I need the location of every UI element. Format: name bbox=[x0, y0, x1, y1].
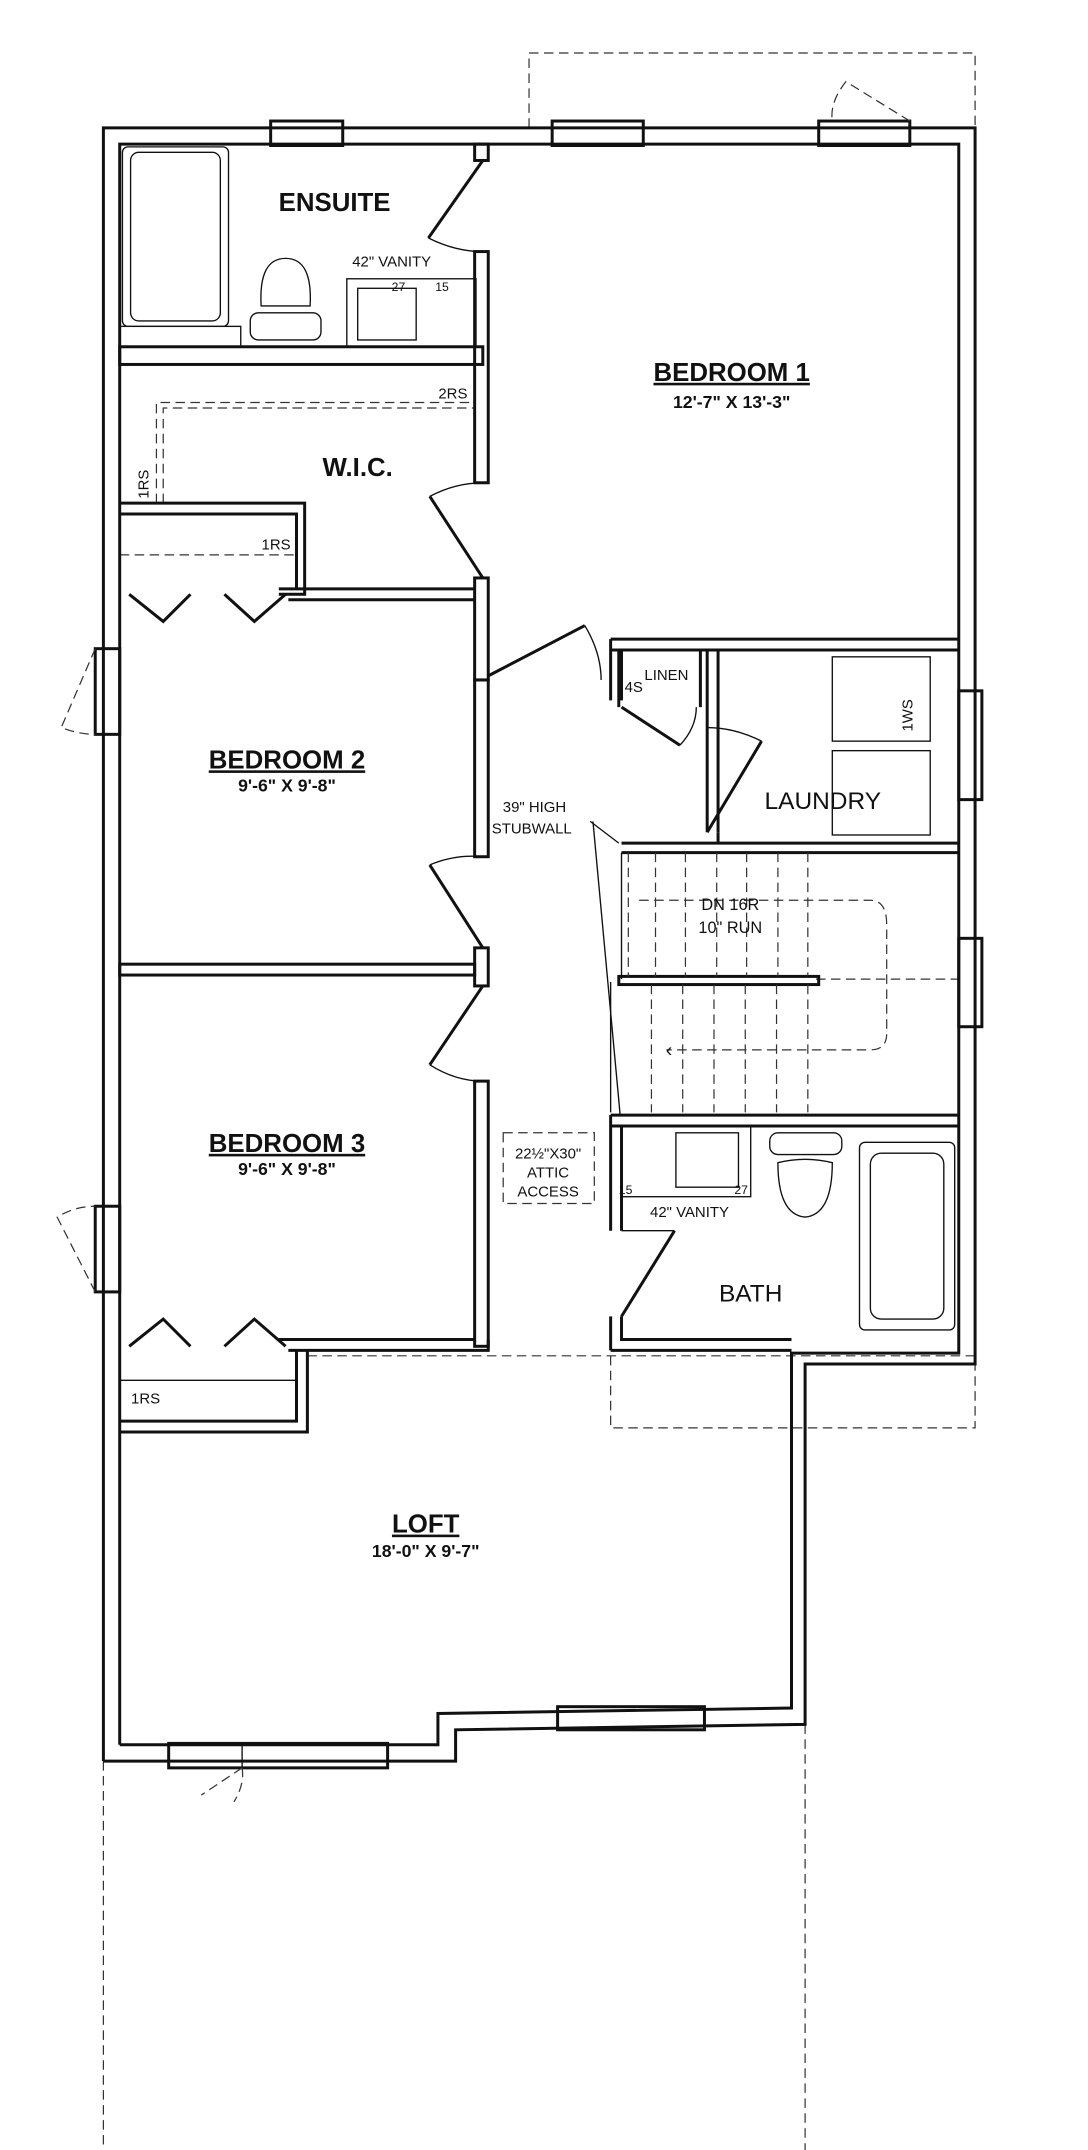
wic-label: W.I.C. bbox=[323, 454, 393, 482]
ensuite-dim-b: 15 bbox=[435, 280, 449, 294]
dryer bbox=[831, 656, 931, 742]
windows bbox=[93, 119, 984, 1770]
ensuite-dim-a: 27 bbox=[392, 280, 406, 294]
stubwall-line2: STUBWALL bbox=[492, 821, 572, 838]
exterior-walls bbox=[101, 126, 977, 1763]
bedroom3-closet-label: 1RS bbox=[131, 1390, 160, 1407]
laundry-shelf: 1WS bbox=[900, 699, 917, 731]
stairs-line2: 10" RUN bbox=[698, 919, 762, 937]
room-labels: ENSUITE 42" VANITY 27 15 BEDROOM 1 12'-7… bbox=[131, 189, 917, 1561]
attic-line1: 22½"X30" bbox=[515, 1146, 581, 1163]
bedroom2-size: 9'-6" X 9'-8" bbox=[238, 775, 336, 795]
fixtures bbox=[119, 146, 956, 1331]
bath-tub bbox=[858, 1141, 956, 1331]
linen-label: LINEN bbox=[644, 667, 688, 684]
bath-vanity-sink bbox=[675, 1132, 740, 1188]
bath-vanity-label: 42" VANITY bbox=[650, 1204, 729, 1221]
bath-toilet bbox=[769, 1132, 843, 1156]
bedroom2-closet-label: 1RS bbox=[262, 536, 291, 553]
interior-walls bbox=[118, 142, 959, 1434]
attic-line3: ACCESS bbox=[517, 1184, 578, 1201]
wic-shelf-top: 2RS bbox=[438, 385, 467, 402]
ensuite-vanity bbox=[346, 278, 477, 348]
bedroom2-label: BEDROOM 2 bbox=[209, 746, 365, 774]
bath-dim-b: 27 bbox=[734, 1183, 748, 1197]
bedroom3-size: 9'-6" X 9'-8" bbox=[238, 1159, 336, 1179]
bath-dim-a: 15 bbox=[619, 1183, 633, 1197]
loft-size: 18'-0" X 9'-7" bbox=[372, 1541, 480, 1561]
bedroom3-label: BEDROOM 3 bbox=[209, 1130, 365, 1158]
ensuite-tub bbox=[121, 146, 230, 328]
stairs-line1: DN 16R bbox=[701, 896, 759, 914]
washer bbox=[831, 749, 931, 836]
bath-label: BATH bbox=[719, 1280, 782, 1307]
ensuite-toilet bbox=[260, 257, 312, 307]
loft-label: LOFT bbox=[392, 1511, 460, 1539]
ensuite-label: ENSUITE bbox=[279, 189, 391, 217]
bedroom1-label: BEDROOM 1 bbox=[653, 359, 809, 387]
laundry-label: LAUNDRY bbox=[765, 788, 882, 815]
stair-treads bbox=[627, 852, 809, 1113]
doors bbox=[56, 80, 911, 1803]
wic-shelf-side: 1RS bbox=[135, 470, 152, 499]
ensuite-vanity-label: 42" VANITY bbox=[352, 254, 431, 271]
stubwall-line1: 39" HIGH bbox=[503, 799, 566, 816]
attic-line2: ATTIC bbox=[527, 1165, 569, 1182]
linen-shelves: 4S bbox=[625, 679, 643, 696]
bedroom1-size: 12'-7" X 13'-3" bbox=[673, 392, 790, 412]
dashed-outlines bbox=[102, 52, 976, 2150]
attic-access-hatch bbox=[502, 1132, 595, 1205]
stairs-direction-arrow-icon: ‹ bbox=[666, 1041, 672, 1062]
